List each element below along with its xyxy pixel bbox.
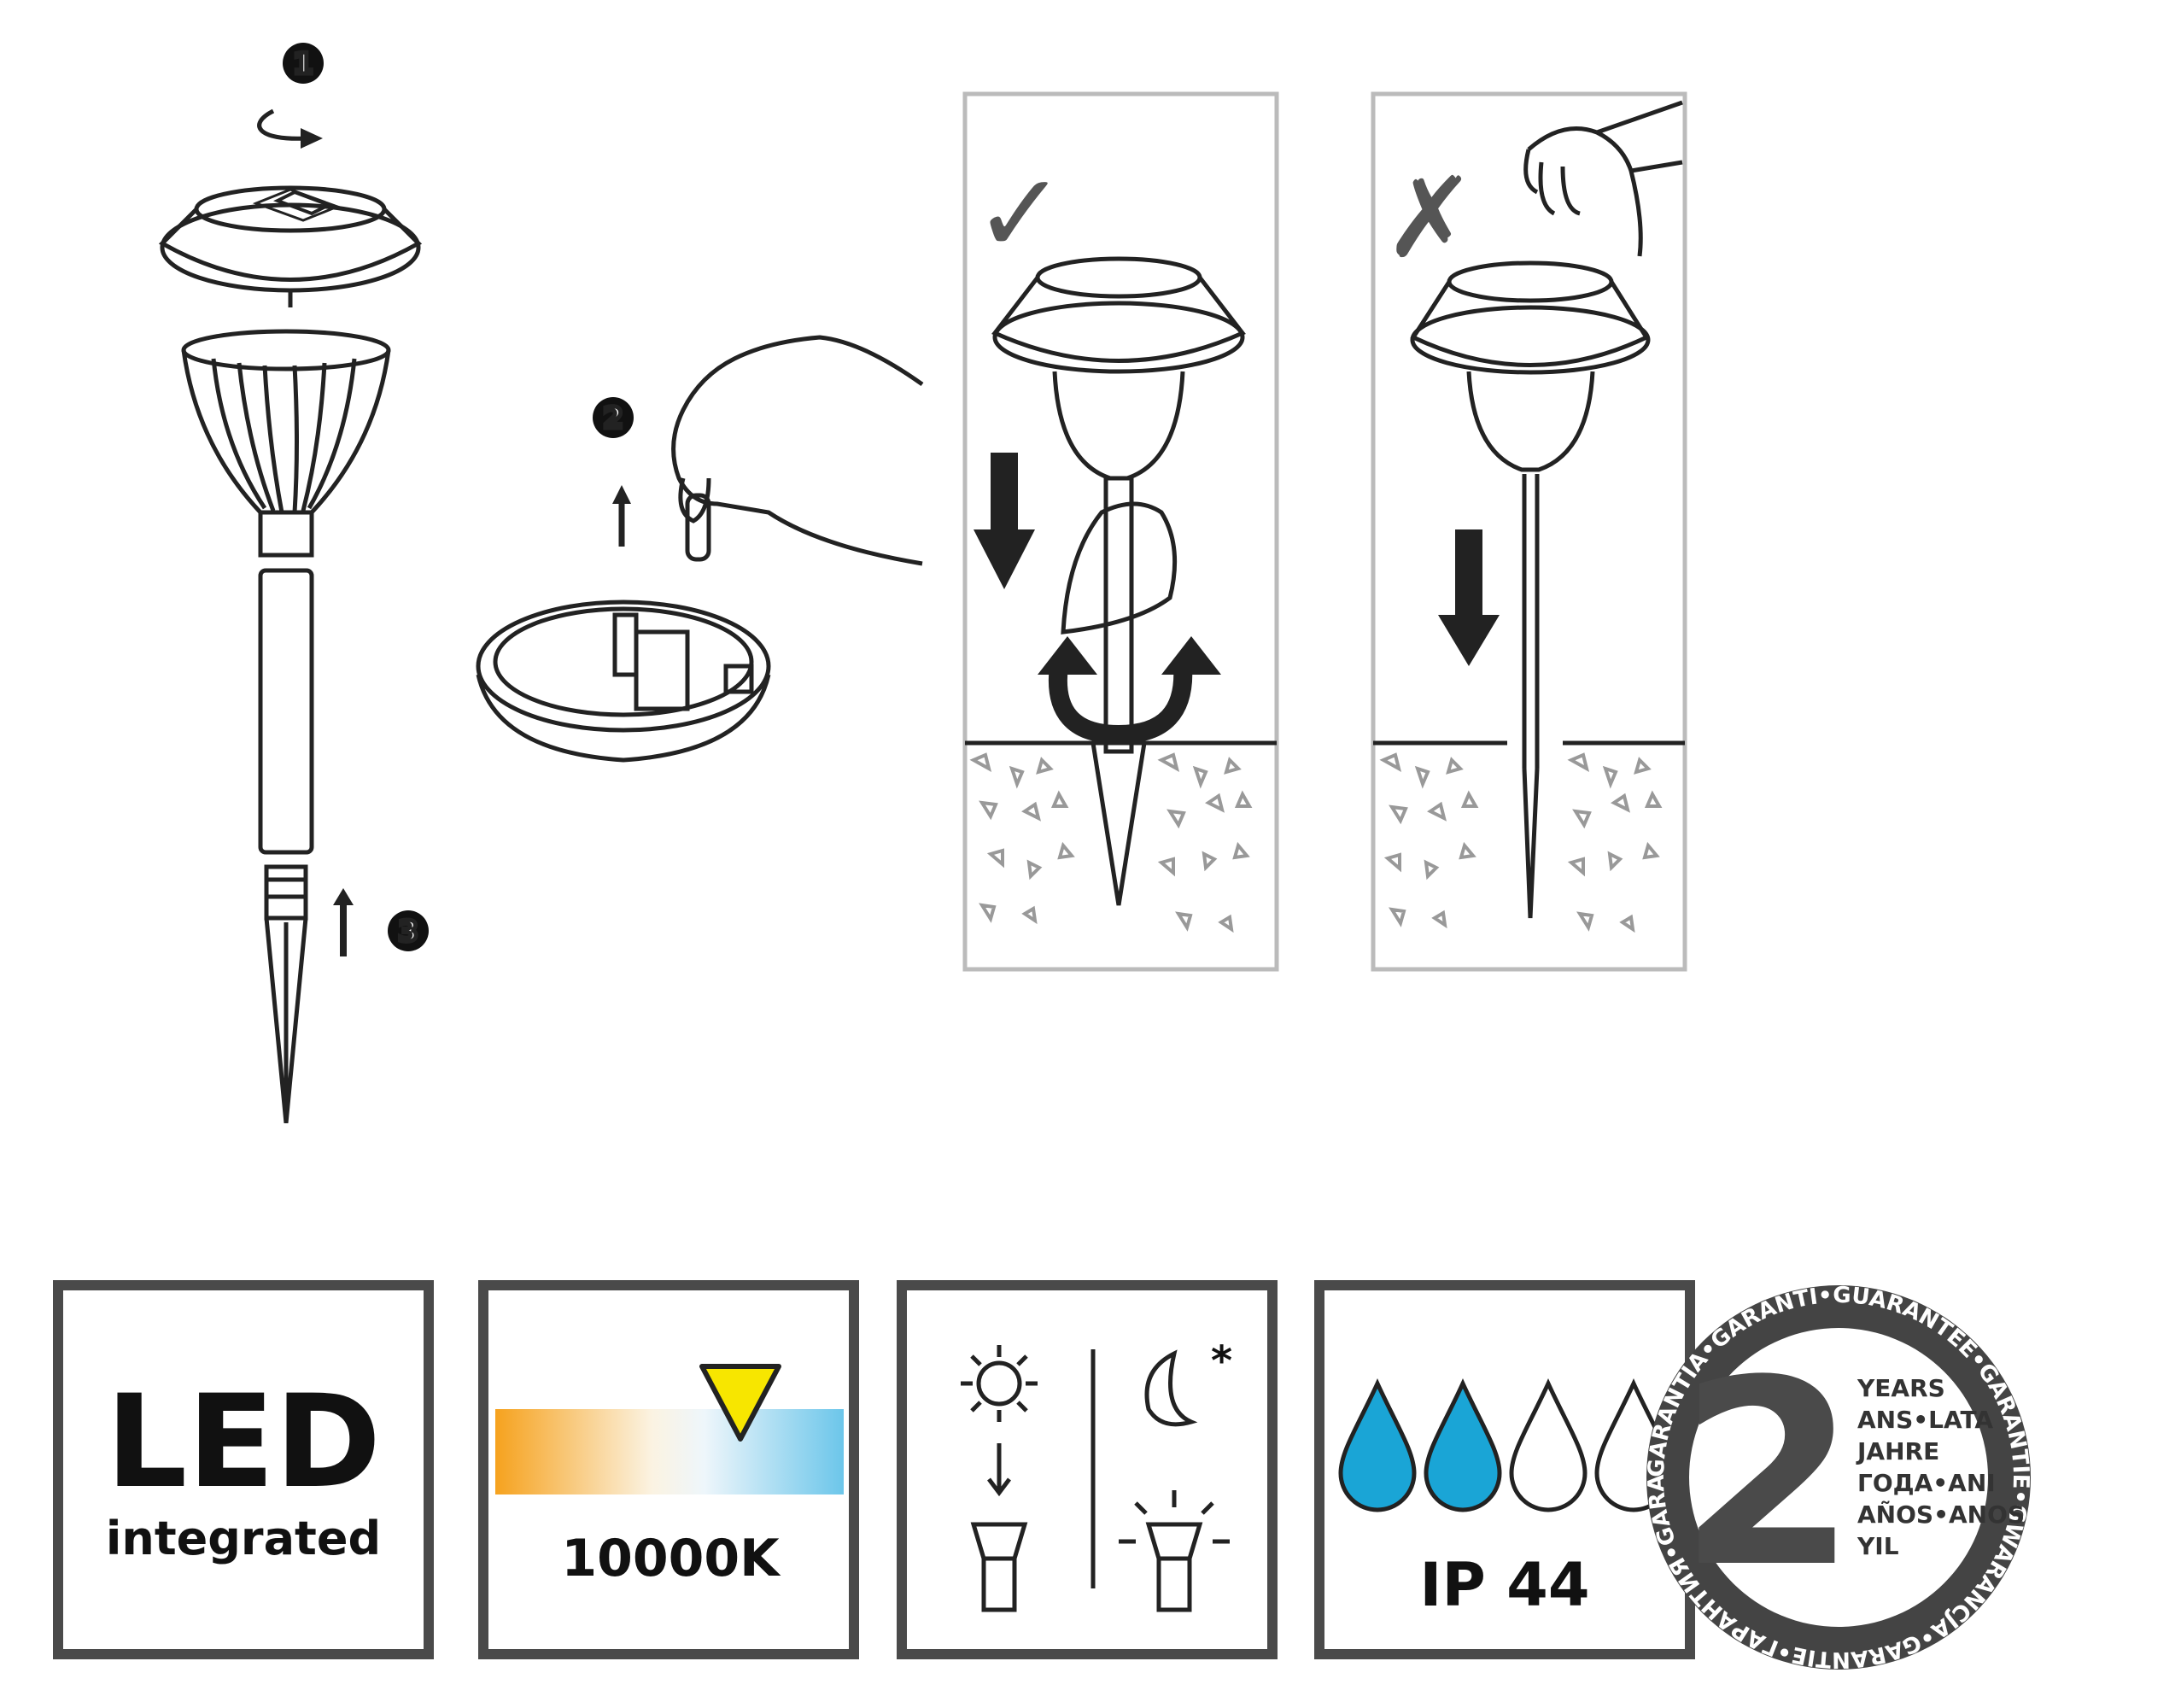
battery-tab-diagram: 2 [476, 335, 924, 763]
led-subtitle: integrated [106, 1512, 381, 1565]
lamp-on-icon [1145, 1522, 1203, 1612]
ip-rating-badge: IP 44 [1314, 1280, 1695, 1659]
push-down-arrow-icon [1455, 529, 1482, 623]
temperature-gradient-bar [495, 1409, 844, 1494]
hand-gripping-stem [1061, 501, 1178, 635]
asterisk: * [1211, 1337, 1232, 1385]
ground-stake [264, 864, 308, 1124]
ip-label: IP 44 [1419, 1550, 1589, 1620]
lamp-shade [181, 329, 391, 558]
step-1-number: 1 [293, 47, 313, 81]
hand-pulling-tab [671, 335, 924, 566]
soil-texture [969, 752, 1253, 933]
step-2-badge [593, 397, 634, 438]
soil-texture [1379, 752, 1663, 933]
led-title: LED [106, 1368, 382, 1517]
guarantee-years-line: YIL [1856, 1532, 1899, 1560]
assembly-diagram: 1 3 [158, 43, 429, 1124]
correct-installation-panel: ✓ [962, 91, 1279, 972]
correct-check-mark: ✓ [974, 149, 1067, 278]
moon-icon [1144, 1349, 1198, 1427]
lamp-stem [258, 568, 314, 855]
color-temperature-badge: 10000K [478, 1280, 859, 1659]
hand-pressing-cap [1523, 100, 1683, 257]
sun-icon [976, 1360, 1022, 1407]
guarantee-number: 2 [1679, 1325, 1857, 1623]
wrong-x-mark: ✗ [1383, 153, 1476, 283]
guarantee-years-line: ANS•LATA [1857, 1406, 1993, 1434]
step-3-badge [388, 910, 429, 951]
guarantee-years-line: JAHRE [1856, 1437, 1939, 1465]
guarantee-years-line: ГОДА•ANI [1857, 1469, 1996, 1497]
guarantee-years-line: AÑOS•ANOS [1857, 1500, 2025, 1529]
water-drop-filled-icon [1424, 1378, 1502, 1512]
guarantee-years-line: YEARS [1856, 1374, 1945, 1402]
water-drop-filled-icon [1338, 1378, 1417, 1512]
step-1-badge [283, 43, 324, 84]
step-3-number: 3 [398, 915, 418, 949]
step-2-number: 2 [603, 401, 623, 436]
cap-underside [476, 600, 771, 763]
temperature-value: 10000K [561, 1529, 781, 1588]
dusk-dawn-sensor-badge: * [897, 1280, 1278, 1659]
wrong-installation-panel: ✗ [1371, 91, 1687, 972]
push-down-arrow-icon [991, 453, 1018, 538]
water-drop-empty-icon [1509, 1378, 1588, 1512]
twist-arrows-icon [1048, 664, 1193, 745]
temperature-pointer-icon [699, 1364, 781, 1442]
solar-cap [158, 185, 423, 307]
lamp-off-icon [970, 1522, 1028, 1612]
rotate-arrow-icon [257, 108, 308, 141]
led-integrated-badge: LED integrated [53, 1280, 434, 1659]
